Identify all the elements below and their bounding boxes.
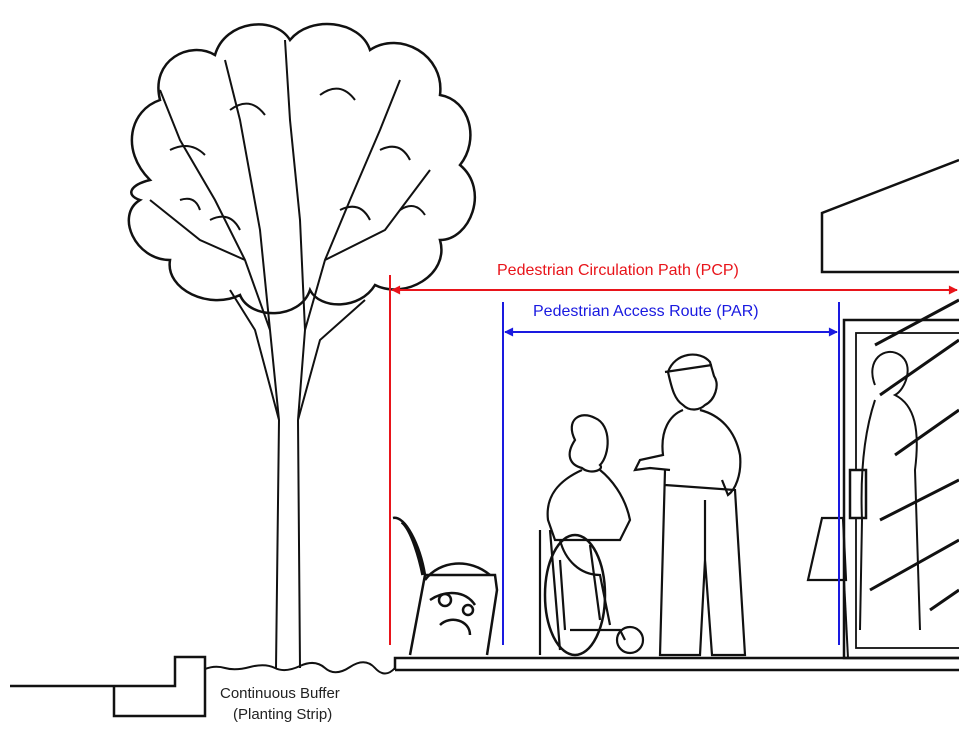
tree	[127, 22, 477, 669]
pcp-dimension	[389, 275, 958, 645]
par-label: Pedestrian Access Route (PAR)	[533, 303, 759, 320]
curb-step	[10, 655, 207, 718]
person-in-wheelchair	[538, 414, 645, 657]
bench	[392, 516, 499, 656]
building-entrance	[842, 298, 959, 660]
pcp-label: Pedestrian Circulation Path (PCP)	[497, 262, 739, 279]
buffer-label-line2: (Planting Strip)	[233, 706, 333, 723]
buffer-label-line1: Continuous Buffer	[220, 685, 340, 702]
roof-overhang	[820, 158, 959, 274]
standing-man	[633, 353, 747, 657]
shopping-bag	[806, 516, 848, 582]
par-dimension	[502, 302, 840, 645]
sidewalk	[393, 656, 959, 672]
